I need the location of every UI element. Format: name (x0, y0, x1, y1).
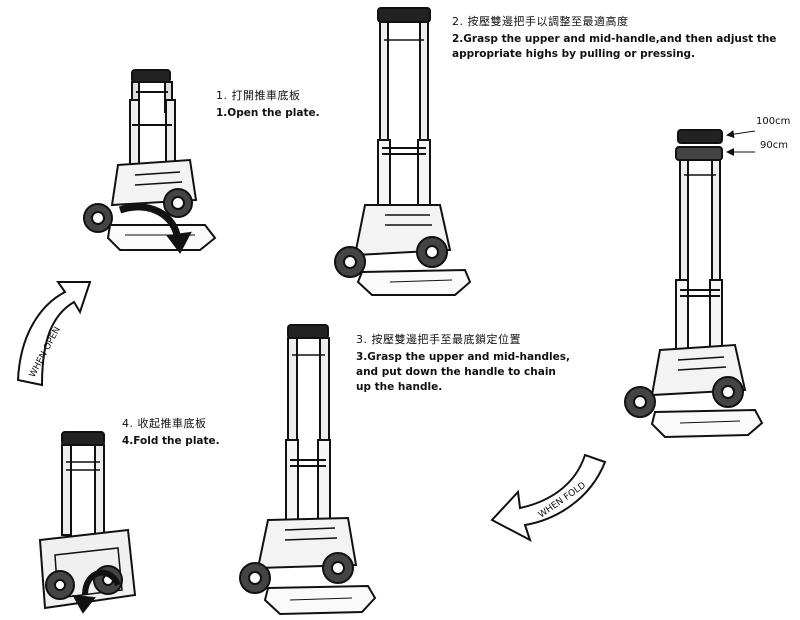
step3-en-line1: 3.Grasp the upper and mid-handles, (356, 351, 570, 363)
step4-en: 4.Fold the plate. (122, 435, 220, 447)
step4-text: 4. 收起推車底板 4.Fold the plate. (122, 416, 220, 449)
trolley-step-extended (624, 129, 764, 439)
step3-en-line3: up the handle. (356, 381, 443, 393)
step4-cn: 4. 收起推車底板 (122, 417, 207, 430)
step2-en-line2: appropriate highs by pulling or pressing… (452, 48, 696, 60)
when-fold-arrow (490, 453, 607, 543)
height-label-100: 100cm (756, 116, 791, 127)
trolley-step3 (239, 324, 377, 616)
step3-text: 3. 按壓雙邊把手至最底鎖定位置 3.Grasp the upper and m… (356, 332, 570, 395)
trolley-step1 (83, 69, 217, 254)
step2-text: 2. 按壓雙邊把手以調整至最適高度 2.Grasp the upper and … (452, 14, 776, 62)
step1-en: 1.Open the plate. (216, 107, 320, 119)
when-open-arrow (16, 281, 92, 387)
trolley-step2 (334, 7, 472, 296)
trolley-step4 (38, 431, 137, 614)
step3-en-line2: and put down the handle to chain (356, 366, 556, 378)
height-label-90: 90cm (760, 140, 788, 151)
step2-en-line1: 2.Grasp the upper and mid-handle,and the… (452, 33, 777, 45)
step2-cn: 2. 按壓雙邊把手以調整至最適高度 (452, 15, 629, 28)
step1-text: 1. 打開推車底板 1.Open the plate. (216, 88, 320, 121)
step1-cn: 1. 打開推車底板 (216, 89, 301, 102)
step3-cn: 3. 按壓雙邊把手至最底鎖定位置 (356, 333, 521, 346)
